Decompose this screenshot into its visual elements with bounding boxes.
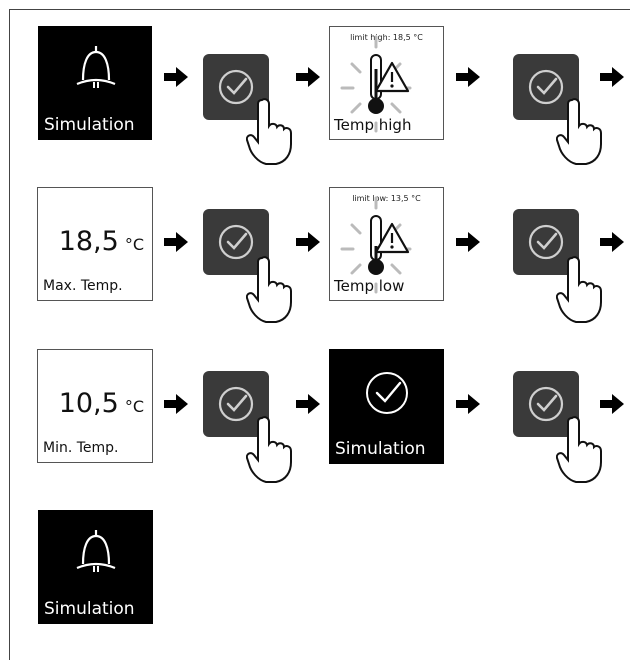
right-arrow-icon bbox=[296, 394, 320, 414]
check-circle-icon bbox=[366, 372, 408, 414]
max-temp-value-group: 18,5 °C bbox=[59, 226, 144, 257]
check-circle-icon bbox=[218, 69, 254, 105]
temp-low-label: Temp low bbox=[334, 277, 405, 295]
simulation-done-tile: Simulation bbox=[329, 349, 444, 464]
right-arrow-icon bbox=[600, 67, 624, 87]
right-arrow-icon bbox=[456, 394, 480, 414]
right-arrow-icon bbox=[296, 67, 320, 87]
min-temp-value-group: 10,5 °C bbox=[59, 388, 144, 419]
min-temp-tile: 10,5 °C Min. Temp. bbox=[37, 349, 153, 463]
pointing-hand-icon bbox=[246, 98, 292, 165]
check-circle-icon bbox=[218, 386, 254, 422]
simulation-label: Simulation bbox=[335, 439, 426, 459]
check-circle-icon bbox=[528, 386, 564, 422]
pointing-hand-icon bbox=[556, 416, 602, 483]
max-temp-unit: °C bbox=[124, 235, 144, 254]
right-arrow-icon bbox=[456, 232, 480, 252]
min-temp-value: 10,5 bbox=[58, 388, 119, 419]
pointing-hand-icon bbox=[246, 416, 292, 483]
check-circle-icon bbox=[528, 224, 564, 260]
thermometer-warning-icon bbox=[340, 196, 412, 294]
pointing-hand-icon bbox=[556, 98, 602, 165]
simulation-label: Simulation bbox=[44, 115, 135, 135]
right-arrow-icon bbox=[296, 232, 320, 252]
pointing-hand-icon bbox=[556, 256, 602, 323]
check-circle-icon bbox=[528, 69, 564, 105]
bell-icon bbox=[76, 530, 116, 572]
pointing-hand-icon bbox=[246, 256, 292, 323]
simulation-start-tile: Simulation bbox=[38, 26, 152, 140]
right-arrow-icon bbox=[164, 394, 188, 414]
right-arrow-icon bbox=[600, 394, 624, 414]
max-temp-label: Max. Temp. bbox=[43, 278, 123, 294]
temp-high-label: Temp high bbox=[334, 116, 412, 134]
max-temp-tile: 18,5 °C Max. Temp. bbox=[37, 187, 153, 301]
right-arrow-icon bbox=[164, 232, 188, 252]
bell-icon bbox=[76, 46, 116, 88]
right-arrow-icon bbox=[164, 67, 188, 87]
max-temp-value: 18,5 bbox=[58, 226, 119, 257]
temp-low-warning-tile: limit low: 13,5 °C Temp low bbox=[329, 187, 444, 301]
thermometer-warning-icon bbox=[340, 35, 412, 133]
right-arrow-icon bbox=[600, 232, 624, 252]
simulation-label: Simulation bbox=[44, 599, 135, 619]
limit-high-text: limit high: 18,5 °C bbox=[350, 33, 423, 42]
min-temp-unit: °C bbox=[124, 397, 144, 416]
limit-low-text: limit low: 13,5 °C bbox=[352, 194, 421, 203]
simulation-end-tile: Simulation bbox=[38, 510, 153, 624]
diagram-frame bbox=[9, 9, 630, 660]
temp-high-warning-tile: limit high: 18,5 °C Temp high bbox=[329, 26, 444, 140]
right-arrow-icon bbox=[456, 67, 480, 87]
min-temp-label: Min. Temp. bbox=[43, 440, 119, 456]
check-circle-icon bbox=[218, 224, 254, 260]
